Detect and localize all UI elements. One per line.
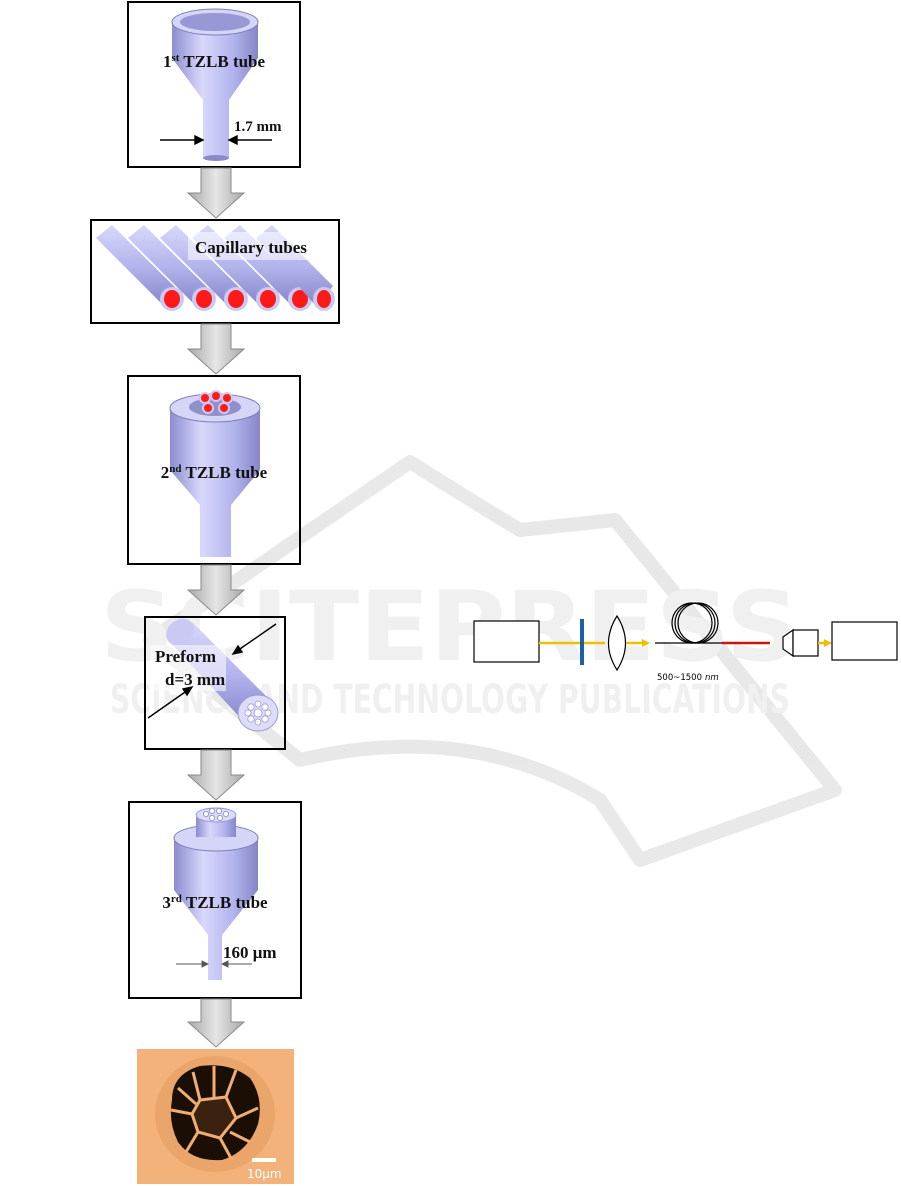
flow-arrow-1 bbox=[188, 168, 244, 218]
step-4-dimension: d=3 mm bbox=[165, 670, 225, 689]
fiber-micrograph: 10μm bbox=[137, 1049, 294, 1184]
step-3-panel: 2nd TZLB tube bbox=[128, 376, 300, 564]
step-5-panel: 3rd TZLB tube 160 μm bbox=[129, 802, 301, 998]
objective-icon bbox=[783, 630, 818, 656]
tube-1-drawing bbox=[172, 9, 258, 161]
flow-arrow-5 bbox=[188, 999, 244, 1047]
step-1-dimension: 1.7 mm bbox=[234, 119, 282, 135]
step-1-label: 1st TZLB tube bbox=[163, 52, 266, 71]
step-3-label: 2nd TZLB tube bbox=[161, 463, 268, 482]
step-5-dimension: 160 μm bbox=[223, 943, 277, 962]
filter-plate bbox=[580, 619, 584, 665]
preform-cross-section-icon bbox=[245, 701, 271, 725]
step-4-label: Preform bbox=[155, 647, 216, 666]
step-5-label: 3rd TZLB tube bbox=[162, 893, 268, 912]
scale-bar-label: 10μm bbox=[247, 1167, 282, 1181]
flow-arrow-2 bbox=[188, 324, 244, 374]
flow-arrow-4 bbox=[188, 750, 244, 800]
step-2-label: Capillary tubes bbox=[195, 238, 307, 257]
step-2-panel: Capillary tubes bbox=[91, 220, 339, 323]
scale-bar bbox=[252, 1158, 276, 1162]
detector-box bbox=[832, 622, 897, 660]
step-1-panel: 1st TZLB tube 1.7 mm bbox=[128, 2, 300, 167]
light-source-box bbox=[474, 621, 539, 662]
